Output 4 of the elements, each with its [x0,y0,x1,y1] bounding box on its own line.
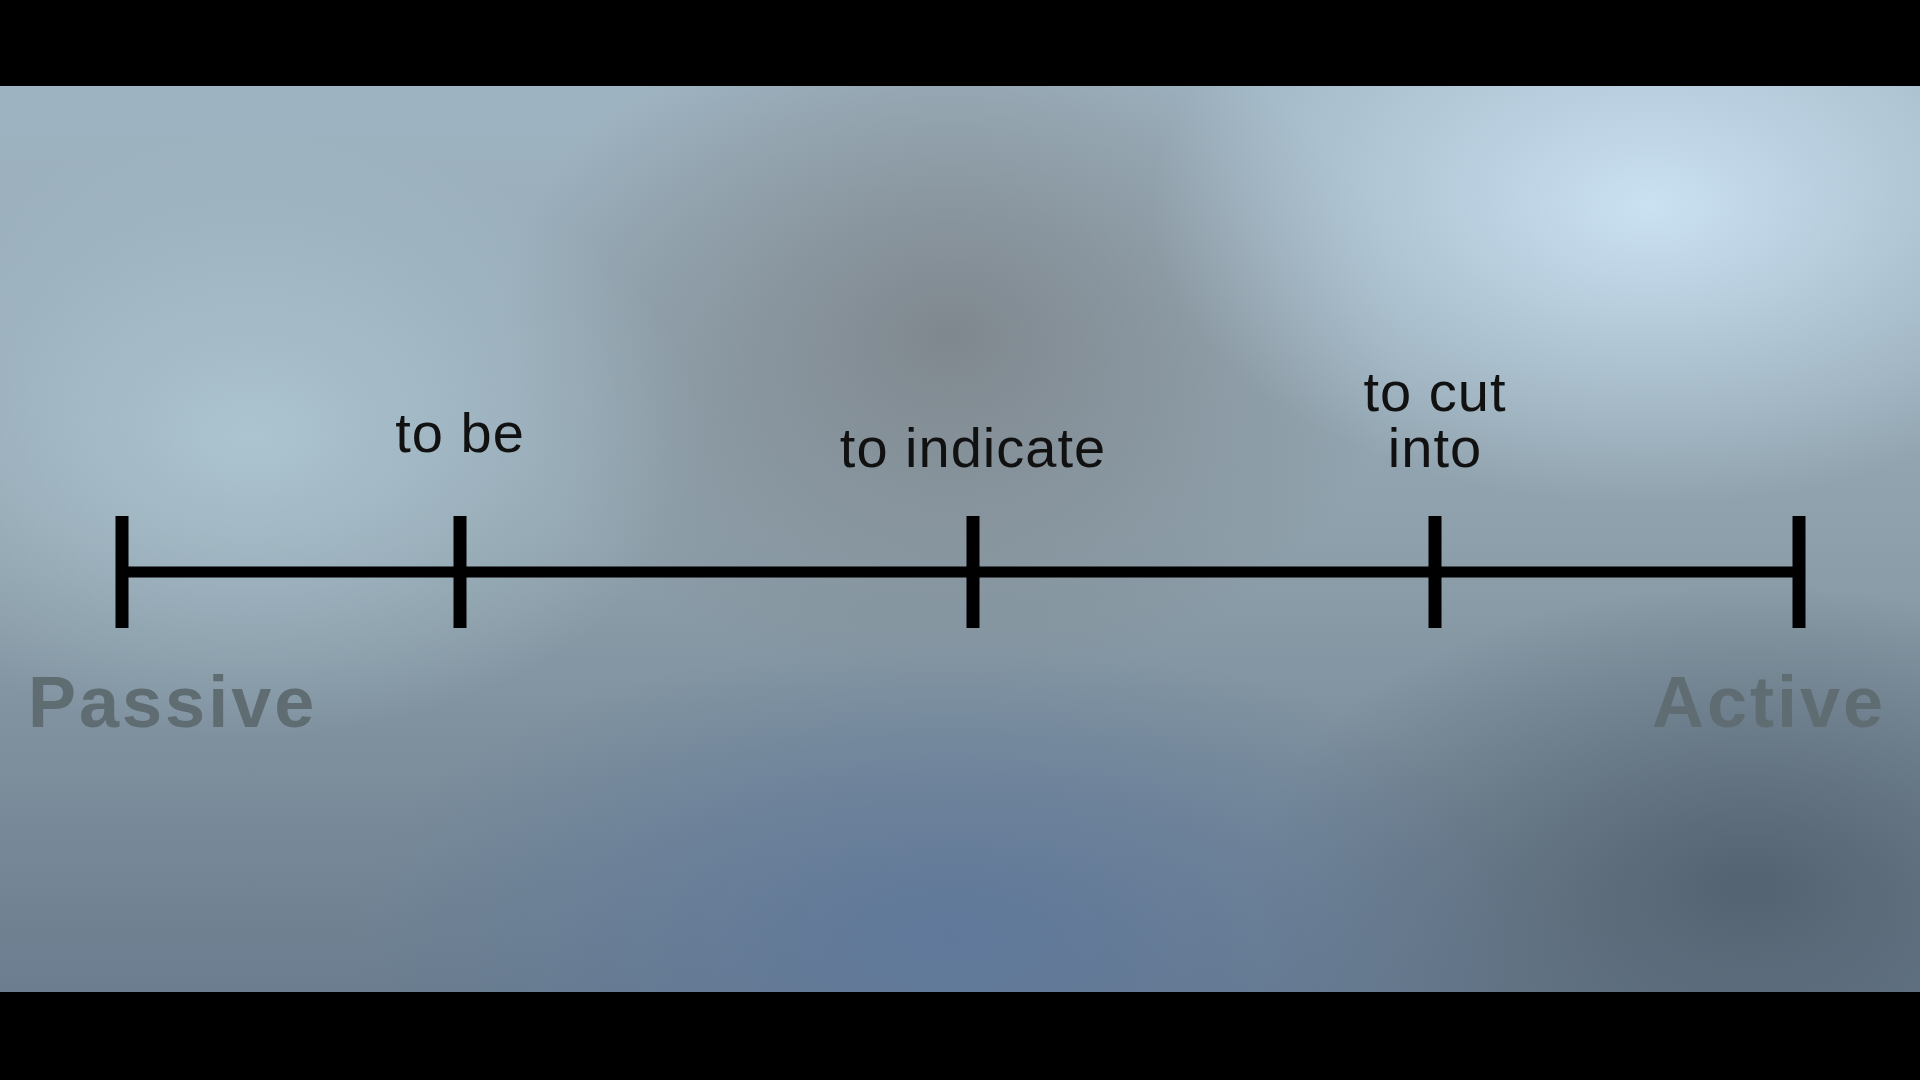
scale-point-label: to cut into [1362,364,1508,476]
scale-point-label: to be [394,405,526,461]
scale-end-label: Passive [28,666,319,738]
scale-point-label: to indicate [838,420,1108,476]
